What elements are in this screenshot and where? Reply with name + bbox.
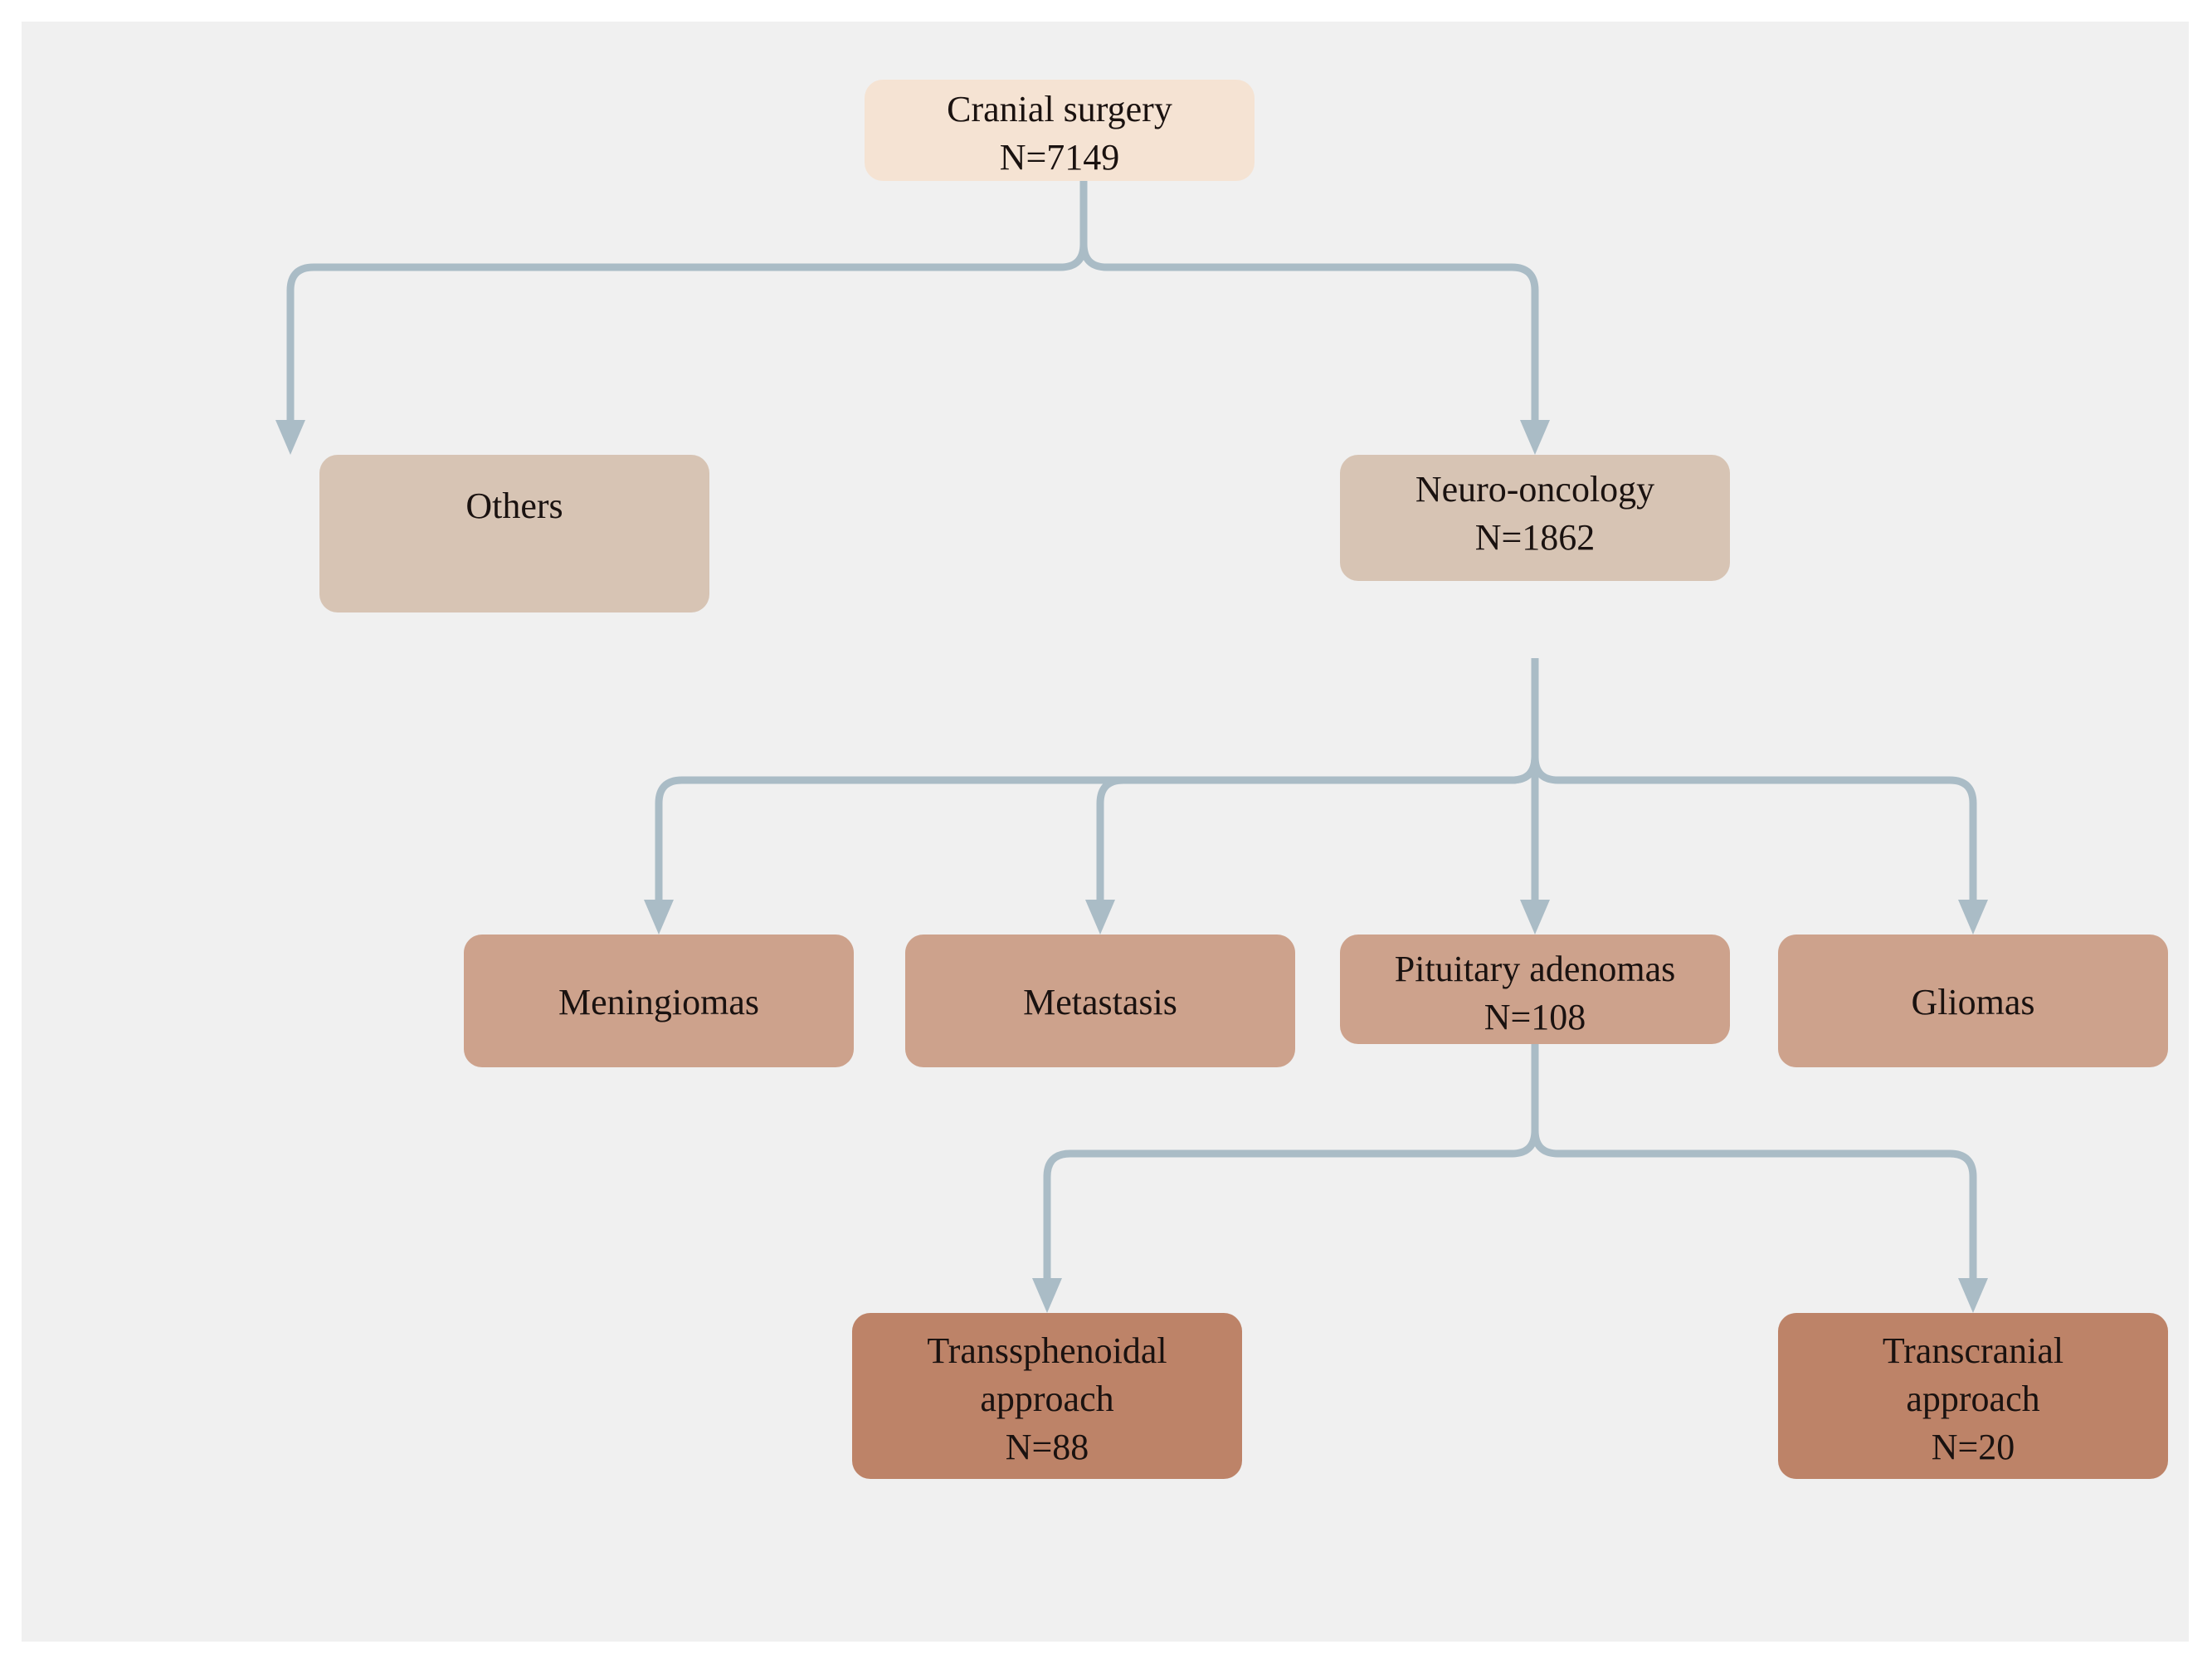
node-transsphenoidal-approach-label-line1: Transsphenoidal [927,1330,1167,1371]
arrowhead-metastasis [1085,900,1115,935]
edge-neuro-to-gliomas [1531,756,1977,901]
edge-pituitary-to-transcranial [1531,1130,1977,1280]
node-pituitary-adenomas[interactable]: Pituitary adenomas N=108 [1340,935,1730,1044]
node-others-box[interactable] [319,455,709,612]
node-neuro-oncology-box[interactable] [1340,455,1730,581]
node-transsphenoidal-approach-box[interactable] [852,1313,1242,1479]
node-meningiomas-box[interactable] [464,935,854,1067]
node-neuro-oncology[interactable]: Neuro-oncology N=1862 [1340,455,1730,581]
node-others-label-line1: Others [465,486,563,526]
node-pituitary-adenomas-label-line2: N=108 [1484,997,1586,1037]
figure-canvas: Cranial surgery N=7149 Others Neuro-onco… [22,22,2189,1642]
node-gliomas-box[interactable] [1778,935,2168,1067]
flowchart-svg: Cranial surgery N=7149 Others Neuro-onco… [275,80,2168,1479]
node-neuro-oncology-label-line2: N=1862 [1475,517,1596,558]
arrowhead-gliomas [1958,900,1988,935]
arrowhead-others [275,420,305,455]
arrowhead-transsphenoidal [1032,1278,1062,1313]
node-transsphenoidal-approach[interactable]: Transsphenoidal approach N=88 [852,1313,1242,1479]
node-cranial-surgery[interactable]: Cranial surgery N=7149 [865,80,1255,181]
node-pituitary-adenomas-box[interactable] [1340,935,1730,1044]
node-metastasis-label-line1: Metastasis [1023,982,1177,1022]
node-pituitary-adenomas-label-line1: Pituitary adenomas [1395,949,1676,989]
connector-layer [275,181,1988,1313]
node-neuro-oncology-label-line1: Neuro-oncology [1415,469,1654,510]
arrowhead-transcranial [1958,1278,1988,1313]
node-transcranial-approach-label-line1: Transcranial [1883,1330,2063,1371]
node-cranial-surgery-label-line2: N=7149 [1000,137,1120,178]
node-meningiomas[interactable]: Meningiomas [464,935,854,1067]
node-cranial-surgery-label-line1: Cranial surgery [947,89,1172,129]
node-transcranial-approach-label-line2: approach [1906,1379,2039,1419]
node-gliomas[interactable]: Gliomas [1778,935,2168,1067]
node-metastasis[interactable]: Metastasis [905,935,1295,1067]
arrowhead-meningiomas [644,900,674,935]
node-metastasis-box[interactable] [905,935,1295,1067]
edge-neuro-to-metastasis [1096,756,1539,901]
node-transsphenoidal-approach-label-line3: N=88 [1006,1427,1089,1467]
node-transcranial-approach[interactable]: Transcranial approach N=20 [1778,1313,2168,1479]
node-meningiomas-label-line1: Meningiomas [558,982,759,1022]
edge-cranial-to-neuro-line [1079,181,1539,420]
edge-cranial-to-split [286,181,1088,420]
node-others[interactable]: Others [319,455,709,612]
arrowhead-pituitary-adenomas [1520,900,1550,935]
node-transcranial-approach-label-line3: N=20 [1932,1427,2015,1467]
node-gliomas-label-line1: Gliomas [1911,982,2034,1022]
node-cranial-surgery-box[interactable] [865,80,1255,181]
node-transcranial-approach-box[interactable] [1778,1313,2168,1479]
edge-pituitary-to-transsphenoidal [1043,1044,1539,1280]
node-transsphenoidal-approach-label-line2: approach [980,1379,1113,1419]
arrowhead-neuro-oncology [1520,420,1550,455]
